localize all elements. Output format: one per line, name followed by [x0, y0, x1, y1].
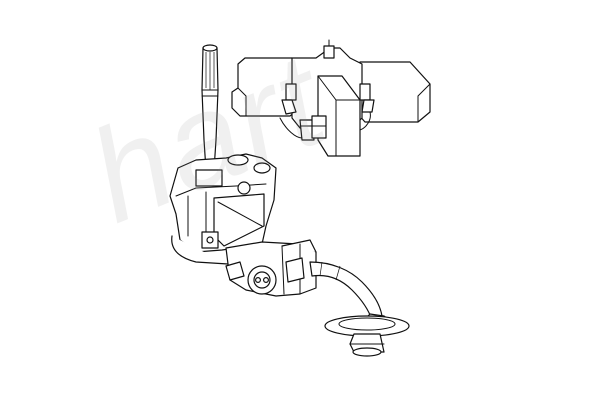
bracket-detail: [231, 39, 431, 157]
pump-body: [169, 153, 277, 265]
strainer: [324, 313, 410, 357]
relief-valve: [225, 239, 317, 297]
drive-shaft: [201, 44, 219, 171]
suction-pipe: [309, 261, 383, 321]
